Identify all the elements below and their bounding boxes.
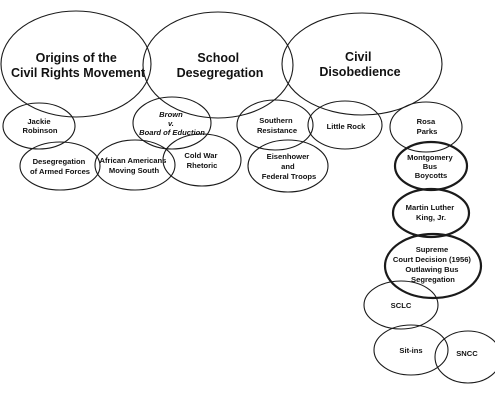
node-sit-ins: Sit-ins (373, 324, 449, 376)
node-origins-label: Origins of the Civil Rights Movement (11, 51, 146, 80)
node-martin-luther-king-oval (391, 187, 471, 239)
node-armed-forces-label: Desegregation of Armed Forces (30, 157, 90, 176)
node-sit-ins-oval (373, 324, 449, 376)
node-sclc: SCLC (363, 280, 439, 330)
node-cold-war-rhetoric: Cold War Rhetoric (162, 133, 242, 187)
node-cold-war-rhetoric-oval (162, 133, 242, 187)
node-sncc: SNCC (434, 330, 495, 384)
node-sclc-label: SCLC (391, 301, 412, 310)
node-supreme-court-decision-oval (383, 232, 483, 300)
node-sncc-oval (434, 330, 495, 384)
node-origins: Origins of the Civil Rights Movement (0, 10, 152, 118)
node-sclc-oval (363, 280, 439, 330)
node-armed-forces-oval (19, 141, 101, 191)
node-little-rock-oval (307, 100, 383, 150)
node-jackie-robinson-label: Jackie Robinson (22, 117, 57, 135)
node-brown-v-board-oval (132, 96, 212, 150)
node-southern-resistance-label: Southern Resistance (257, 116, 297, 135)
node-montgomery-bus-boycotts-label: Montgomery Bus Boycotts (407, 153, 455, 180)
node-moving-south-label: African Americans Moving South (100, 156, 169, 175)
node-martin-luther-king: Martin Luther King, Jr. (391, 187, 471, 239)
node-cold-war-rhetoric-label: Cold War Rhetoric (184, 151, 219, 170)
node-martin-luther-king-label: Martin Luther King, Jr. (406, 203, 457, 222)
node-brown-v-board-label: Brown v. Board of Eduction (139, 110, 205, 137)
node-school-desegregation: School Desegregation (142, 11, 294, 119)
node-school-desegregation-label: School Desegregation (177, 51, 264, 80)
node-sncc-label: SNCC (456, 349, 478, 358)
node-school-desegregation-oval (142, 11, 294, 119)
node-supreme-court-decision-label: Supreme Court Decision (1956) Outlawing … (393, 245, 473, 284)
node-jackie-robinson: Jackie Robinson (2, 102, 76, 150)
node-civil-disobedience-oval (281, 12, 443, 116)
node-jackie-robinson-oval (2, 102, 76, 150)
node-civil-disobedience-label: Civil Disobedience (319, 50, 400, 79)
node-southern-resistance: Southern Resistance (236, 99, 314, 151)
node-rosa-parks: Rosa Parks (389, 101, 463, 153)
node-armed-forces: Desegregation of Armed Forces (19, 141, 101, 191)
node-supreme-court-decision: Supreme Court Decision (1956) Outlawing … (383, 232, 483, 300)
node-little-rock: Little Rock (307, 100, 383, 150)
node-moving-south-oval (94, 139, 176, 191)
node-eisenhower-label: Eisenhower and Federal Troops (262, 152, 316, 181)
node-origins-oval (0, 10, 152, 118)
node-little-rock-label: Little Rock (327, 122, 367, 131)
node-moving-south: African Americans Moving South (94, 139, 176, 191)
node-rosa-parks-label: Rosa Parks (417, 117, 438, 136)
node-montgomery-bus-boycotts: Montgomery Bus Boycotts (393, 140, 469, 192)
node-eisenhower: Eisenhower and Federal Troops (247, 139, 329, 193)
node-civil-disobedience: Civil Disobedience (281, 12, 443, 116)
node-eisenhower-oval (247, 139, 329, 193)
node-southern-resistance-oval (236, 99, 314, 151)
node-sit-ins-label: Sit-ins (399, 346, 422, 355)
node-brown-v-board: Brown v. Board of Eduction (132, 96, 212, 150)
node-rosa-parks-oval (389, 101, 463, 153)
